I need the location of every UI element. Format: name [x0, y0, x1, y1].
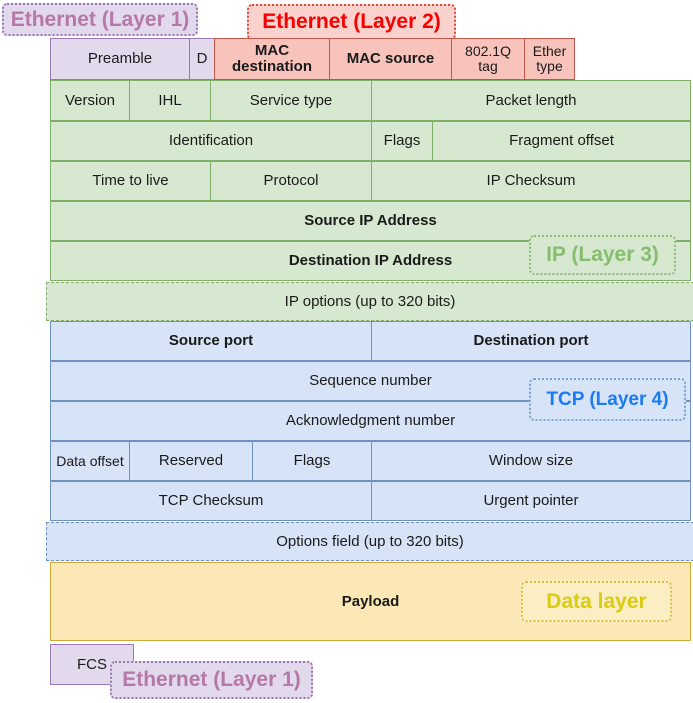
badge-ethernet-layer1-bottom: Ethernet (Layer 1): [110, 661, 313, 699]
field-window-size: Window size: [371, 441, 691, 481]
badge-tcp-layer4: TCP (Layer 4): [529, 378, 686, 421]
badge-data-layer: Data layer: [521, 581, 672, 622]
field-reserved: Reserved: [129, 441, 253, 481]
field-flags-tcp: Flags: [252, 441, 372, 481]
field-tcp-checksum: TCP Checksum: [50, 481, 372, 521]
field-protocol: Protocol: [210, 161, 372, 201]
badge-ethernet-layer1-top: Ethernet (Layer 1): [2, 3, 198, 36]
field-ip-checksum: IP Checksum: [371, 161, 691, 201]
field-sfd: D: [189, 38, 215, 80]
field-urgent-pointer: Urgent pointer: [371, 481, 691, 521]
field-data-offset: Data offset: [50, 441, 130, 481]
field-tcp-options: Options field (up to 320 bits): [46, 522, 693, 561]
field-service-type: Service type: [210, 80, 372, 121]
field-packet-length: Packet length: [371, 80, 691, 121]
badge-ip-layer3: IP (Layer 3): [529, 235, 676, 275]
field-source-port: Source port: [50, 321, 372, 361]
field-identification: Identification: [50, 121, 372, 161]
field-preamble: Preamble: [50, 38, 190, 80]
field-version: Version: [50, 80, 130, 121]
field-time-to-live: Time to live: [50, 161, 211, 201]
field-source-ip-address: Source IP Address: [50, 201, 691, 241]
field-ihl: IHL: [129, 80, 211, 121]
badge-ethernet-layer2: Ethernet (Layer 2): [247, 4, 456, 40]
field-flags-ip: Flags: [371, 121, 433, 161]
field-ether-type: Ether type: [524, 38, 575, 80]
field-802-1q-tag: 802.1Q tag: [451, 38, 525, 80]
field-mac-source: MAC source: [329, 38, 452, 80]
field-fragment-offset: Fragment offset: [432, 121, 691, 161]
field-destination-port: Destination port: [371, 321, 691, 361]
field-ip-options: IP options (up to 320 bits): [46, 282, 693, 321]
field-mac-destination: MAC destination: [214, 38, 330, 80]
